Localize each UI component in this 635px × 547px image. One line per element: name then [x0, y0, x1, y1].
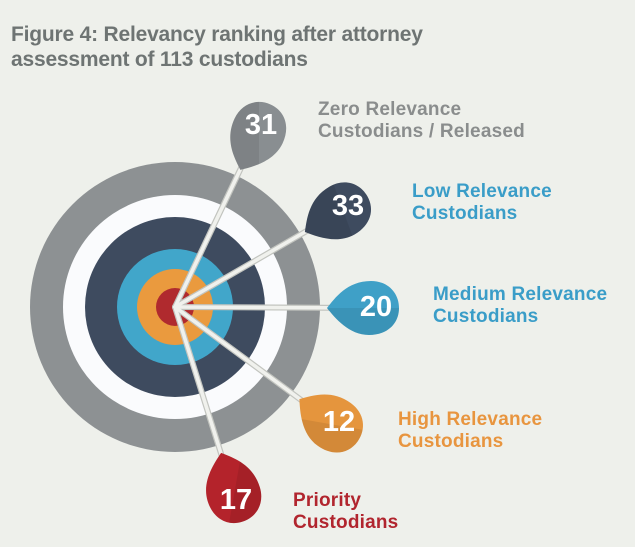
- callout-label-priority-line2: Custodians: [293, 511, 399, 533]
- callout-label-zero-relevance: Zero Relevance Custodians / Released: [318, 99, 525, 142]
- balloon-value-zero-relevance: 31: [245, 109, 277, 141]
- callout-label-medium-relevance-line2: Custodians: [433, 305, 539, 327]
- balloon-value-priority: 17: [220, 484, 252, 516]
- callout-label-medium-relevance: Medium Relevance Custodians: [433, 284, 607, 327]
- balloon-value-high-relevance: 12: [323, 406, 355, 438]
- callout-label-high-relevance-line1: High Relevance: [398, 409, 543, 430]
- balloon-medium-relevance-shade: [327, 308, 399, 335]
- figure-title-line2: assessment of 113 custodians: [11, 48, 308, 71]
- callout-label-low-relevance-line1: Low Relevance: [412, 181, 552, 202]
- callout-label-priority: Priority Custodians: [293, 490, 398, 533]
- callout-label-priority-line1: Priority: [293, 490, 362, 511]
- balloon-value-medium-relevance: 20: [360, 291, 392, 323]
- callout-label-high-relevance: High Relevance Custodians: [398, 409, 542, 452]
- callout-label-low-relevance: Low Relevance Custodians: [412, 181, 552, 224]
- callout-label-zero-relevance-line2: Custodians / Released: [318, 120, 525, 142]
- balloon-medium-relevance: [327, 281, 399, 335]
- callout-label-high-relevance-line2: Custodians: [398, 430, 504, 452]
- balloon-value-low-relevance: 33: [332, 190, 364, 222]
- figure-title-line1: Figure 4: Relevancy ranking after attorn…: [11, 23, 423, 46]
- callout-label-medium-relevance-line1: Medium Relevance: [433, 284, 608, 305]
- figure-title: Figure 4: Relevancy ranking after attorn…: [11, 22, 423, 72]
- callout-label-low-relevance-line2: Custodians: [412, 202, 518, 224]
- callout-label-zero-relevance-line1: Zero Relevance: [318, 99, 462, 120]
